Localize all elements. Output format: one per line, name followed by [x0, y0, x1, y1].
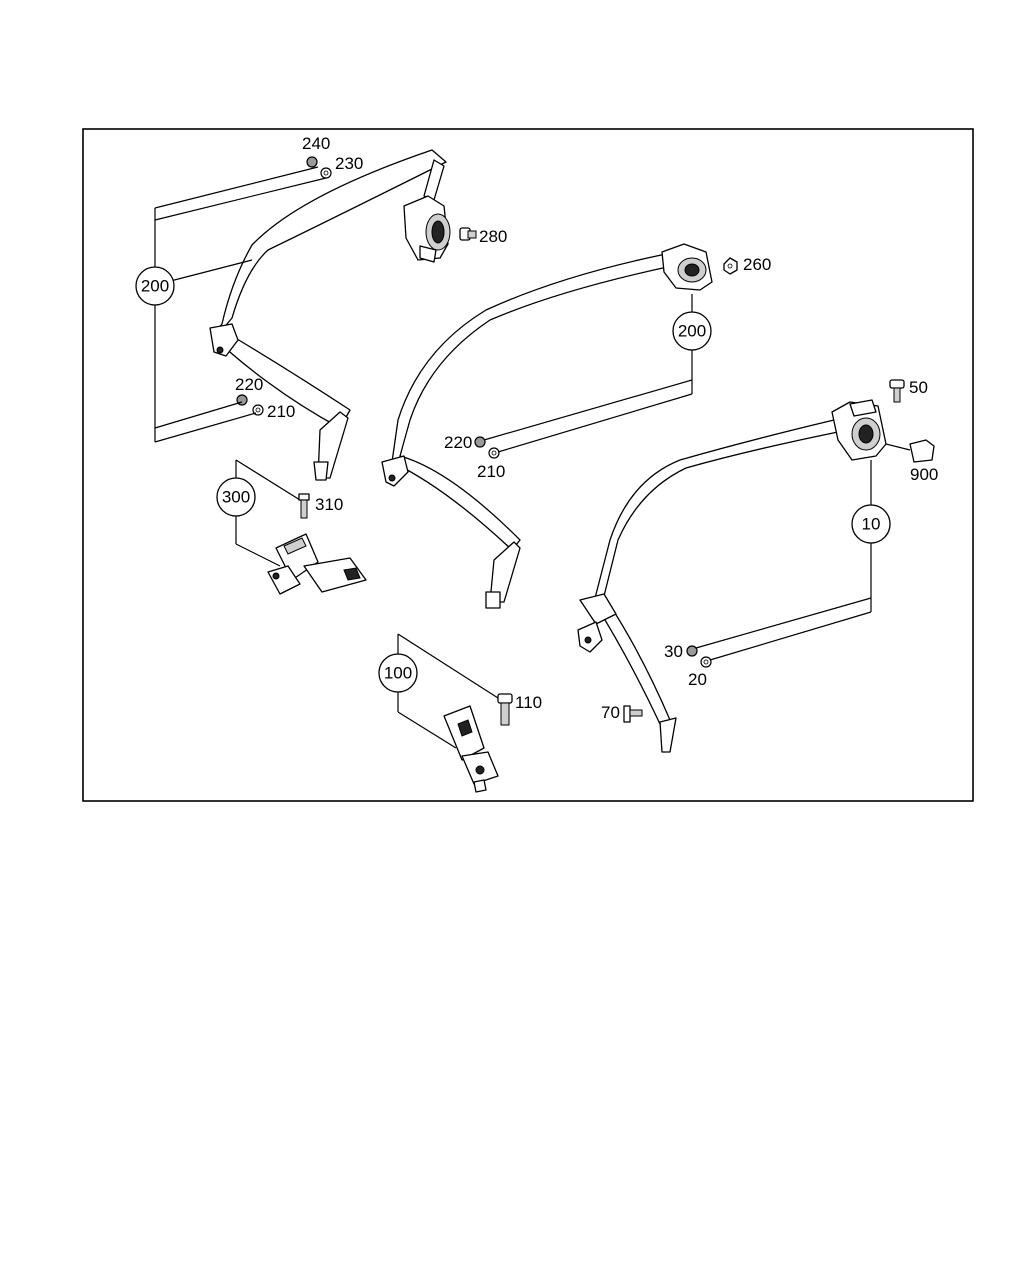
left-upper-anchor-hole — [216, 346, 224, 354]
callout-110: 110 — [515, 693, 542, 712]
leaders-right — [695, 460, 872, 661]
leaders-middle — [483, 294, 693, 453]
buckle-100-group: 100 — [378, 633, 513, 793]
callout-310: 310 — [315, 495, 343, 514]
connector-900-icon — [909, 439, 935, 463]
callout-50: 50 — [909, 378, 928, 397]
left-upper-anchor — [209, 323, 239, 357]
right-belt-lap — [579, 593, 617, 625]
bolt-310-icon — [298, 493, 310, 519]
bolt-110-icon — [497, 693, 513, 726]
middle-upper-anchor — [381, 455, 409, 487]
washer-220-middle-icon — [474, 436, 486, 448]
callout-260: 260 — [743, 255, 771, 274]
buckle-100-icon — [443, 705, 499, 793]
bubble-100-label: 100 — [384, 664, 412, 683]
buckle-300-group: 300 — [216, 459, 367, 595]
left-belt-assembly — [209, 149, 451, 481]
callout-70: 70 — [601, 703, 620, 722]
nut-260-icon — [723, 257, 738, 275]
callout-20: 20 — [688, 670, 707, 689]
right-upper-anchor — [577, 621, 603, 653]
diagram-frame — [82, 128, 974, 802]
buckle-300-icon — [267, 533, 367, 595]
callout-220-middle: 220 — [444, 433, 472, 452]
right-retractor — [831, 399, 887, 461]
callout-210-left: 210 — [267, 402, 295, 421]
washer-210-middle-hole — [491, 450, 497, 456]
callout-240: 240 — [302, 134, 330, 153]
bubble-300-label: 300 — [222, 488, 250, 507]
bubble-200-left: 200 — [135, 266, 175, 306]
right-belt-webbing — [593, 419, 839, 725]
leaders-left — [154, 166, 327, 443]
left-lower-anchor-tab — [313, 461, 329, 481]
middle-retractor — [661, 243, 713, 291]
callout-210-middle: 210 — [477, 462, 505, 481]
washer-30-icon — [686, 645, 698, 657]
callout-30: 30 — [664, 642, 683, 661]
bolt-70-icon — [623, 705, 643, 723]
callout-900: 900 — [910, 465, 938, 484]
middle-upper-anchor-hole — [388, 474, 396, 482]
washer-210-left-hole — [255, 407, 261, 413]
bubble-200-left-label: 200 — [141, 277, 169, 296]
callout-230: 230 — [335, 154, 363, 173]
bolt-280-icon — [459, 227, 477, 241]
right-lower-anchor — [659, 717, 677, 753]
middle-lower-anchor-tab — [485, 591, 501, 609]
middle-belt-assembly — [381, 243, 713, 609]
washer-240-icon — [306, 156, 318, 168]
washer-230-hole — [323, 170, 329, 176]
bubble-200-middle-label: 200 — [678, 322, 706, 341]
bolt-50-icon — [889, 379, 905, 403]
callout-280: 280 — [479, 227, 507, 246]
bubble-200-middle: 200 — [672, 311, 712, 351]
bubble-10-label: 10 — [862, 515, 881, 534]
right-upper-anchor-hole — [584, 636, 592, 644]
washer-20-hole — [703, 659, 709, 665]
left-retractor — [403, 195, 451, 263]
bubble-10: 10 — [851, 504, 891, 544]
right-belt-assembly — [577, 399, 935, 753]
callout-220-left: 220 — [235, 375, 263, 394]
